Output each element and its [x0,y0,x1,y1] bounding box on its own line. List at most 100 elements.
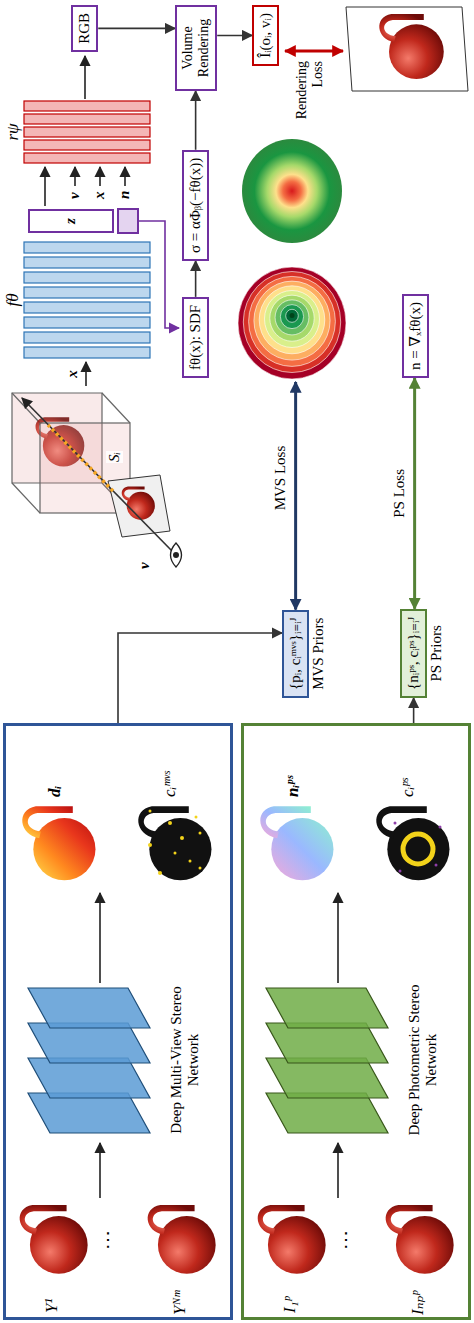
input-arrow [124,167,126,186]
prior-label: MVS Priors [310,618,327,690]
mvs-priors-box: {pᵢ, cᵢᵐᵛˢ}ᵢ₌ᵢᴶMVS Priors [282,610,309,698]
mlp-layer [24,347,150,358]
mlp-layer [24,127,150,137]
speckle [168,821,172,825]
ray-samples [48,425,113,491]
mlp-layer [24,287,150,298]
density-box: σ = αΦᵦ(−fθ(x)) [182,150,209,261]
loss-label: MVS Loss [272,446,289,511]
eye-pupil [173,552,179,558]
input-label: I₁ᵖ [280,1297,300,1313]
speckle [399,870,402,873]
speckle [439,826,442,829]
contour [249,276,336,366]
output-box: Îᵢ(oᵢ, vᵢ) [252,5,279,66]
box-label: Îᵢ(oᵢ, vᵢ) [257,13,274,58]
network-layer [28,1023,150,1063]
ps-panel: I₁ᵖ⋯IₙₚᵖDeep Photometric Stereo Networkn… [241,723,471,1320]
rendered-object [379,14,443,79]
box-label: Volume Rendering [180,11,212,85]
mlp-layer [24,272,150,283]
input-arrow [44,167,46,206]
contour [254,281,330,360]
normal-map [260,806,333,880]
speckle [435,864,438,867]
rgb-box: RGB [71,5,98,52]
eye-symbol [171,543,182,567]
confidence-map [138,806,211,880]
contour [238,267,346,379]
network-label: Deep Multi-View Stereo Network [168,975,203,1145]
speckle [195,816,198,819]
mlp-layer [24,140,150,150]
mvs-network [28,988,150,1133]
output-label: cᵢᵖˢ [398,778,418,797]
network-label: Deep Photometric Stereo Network [406,975,441,1145]
prior-formula: {nᵢᵖˢ, cᵢᵖˢ}ᵢ₌ᵢᴶ [405,617,422,690]
network-layer [28,1058,150,1098]
input-symbol: n [116,191,133,199]
box-label: σ = αΦᵦ(−fθ(x)) [187,158,204,253]
mvs-loss-arrow [294,382,297,610]
input-image [258,1205,326,1274]
ellipsis: ⋯ [96,1230,119,1250]
network-layer [28,988,150,1028]
flow-arrow [99,1143,101,1198]
contour [270,295,314,341]
speckle [158,871,162,875]
sdf-contours [238,267,346,379]
output-label: nᵢᵖˢ [283,776,303,797]
confidence-speckles [394,822,442,873]
rendering-loss-arrow [285,50,343,53]
cube-edge [12,483,40,513]
plane-image [122,487,155,520]
contour [243,272,340,373]
mlp-layer [24,317,150,328]
box-label: fθ(x): SDF [187,305,204,370]
input-image [148,1205,216,1274]
box-label: n = ∇ₓfθ(x) [407,302,424,370]
confidence-ring [403,834,433,864]
ellipsis: ⋯ [334,1230,357,1250]
flow-connector [98,28,175,30]
ps-network [266,988,388,1133]
network-layer [266,1093,388,1133]
flow-connector [217,35,252,37]
mvs-panel: Y¹⋯YᴺᵐDeep Multi-View Stereo Networkdᵢcᵢ… [3,723,233,1320]
speckle [174,852,177,855]
speckle [149,810,152,813]
mlp-layer [24,332,150,343]
cube-edge [12,393,40,423]
image-plane [108,475,170,537]
mlp-layer [24,242,150,253]
cube-edge [102,393,130,423]
network-name: rψ [3,123,23,140]
geometry-mlp [24,242,150,358]
network-layer [28,1093,150,1133]
network-layer [266,1023,388,1063]
network-name: fθ [3,293,23,306]
contour-center [290,313,295,318]
input-arrow [74,167,76,186]
box-label: RGB [76,13,93,44]
color-mlp [24,101,150,163]
input-symbol: x [64,370,81,378]
input-arrow [99,167,101,186]
flow-arrow [337,1143,339,1198]
flow-connector [195,261,197,297]
contour [265,291,320,348]
network-layer [266,1058,388,1098]
sdf-box: fθ(x): SDF [182,297,209,378]
output-arrow [84,56,86,99]
density-image [242,139,342,243]
flow-connector [118,633,282,723]
confidence-map [376,806,449,880]
flow-connector [413,698,415,723]
flow-arrow [99,893,101,983]
confidence-speckles [148,810,202,876]
camera-ray [22,398,172,551]
speckle [199,832,202,835]
speckle [189,860,192,863]
speckle [148,843,152,847]
